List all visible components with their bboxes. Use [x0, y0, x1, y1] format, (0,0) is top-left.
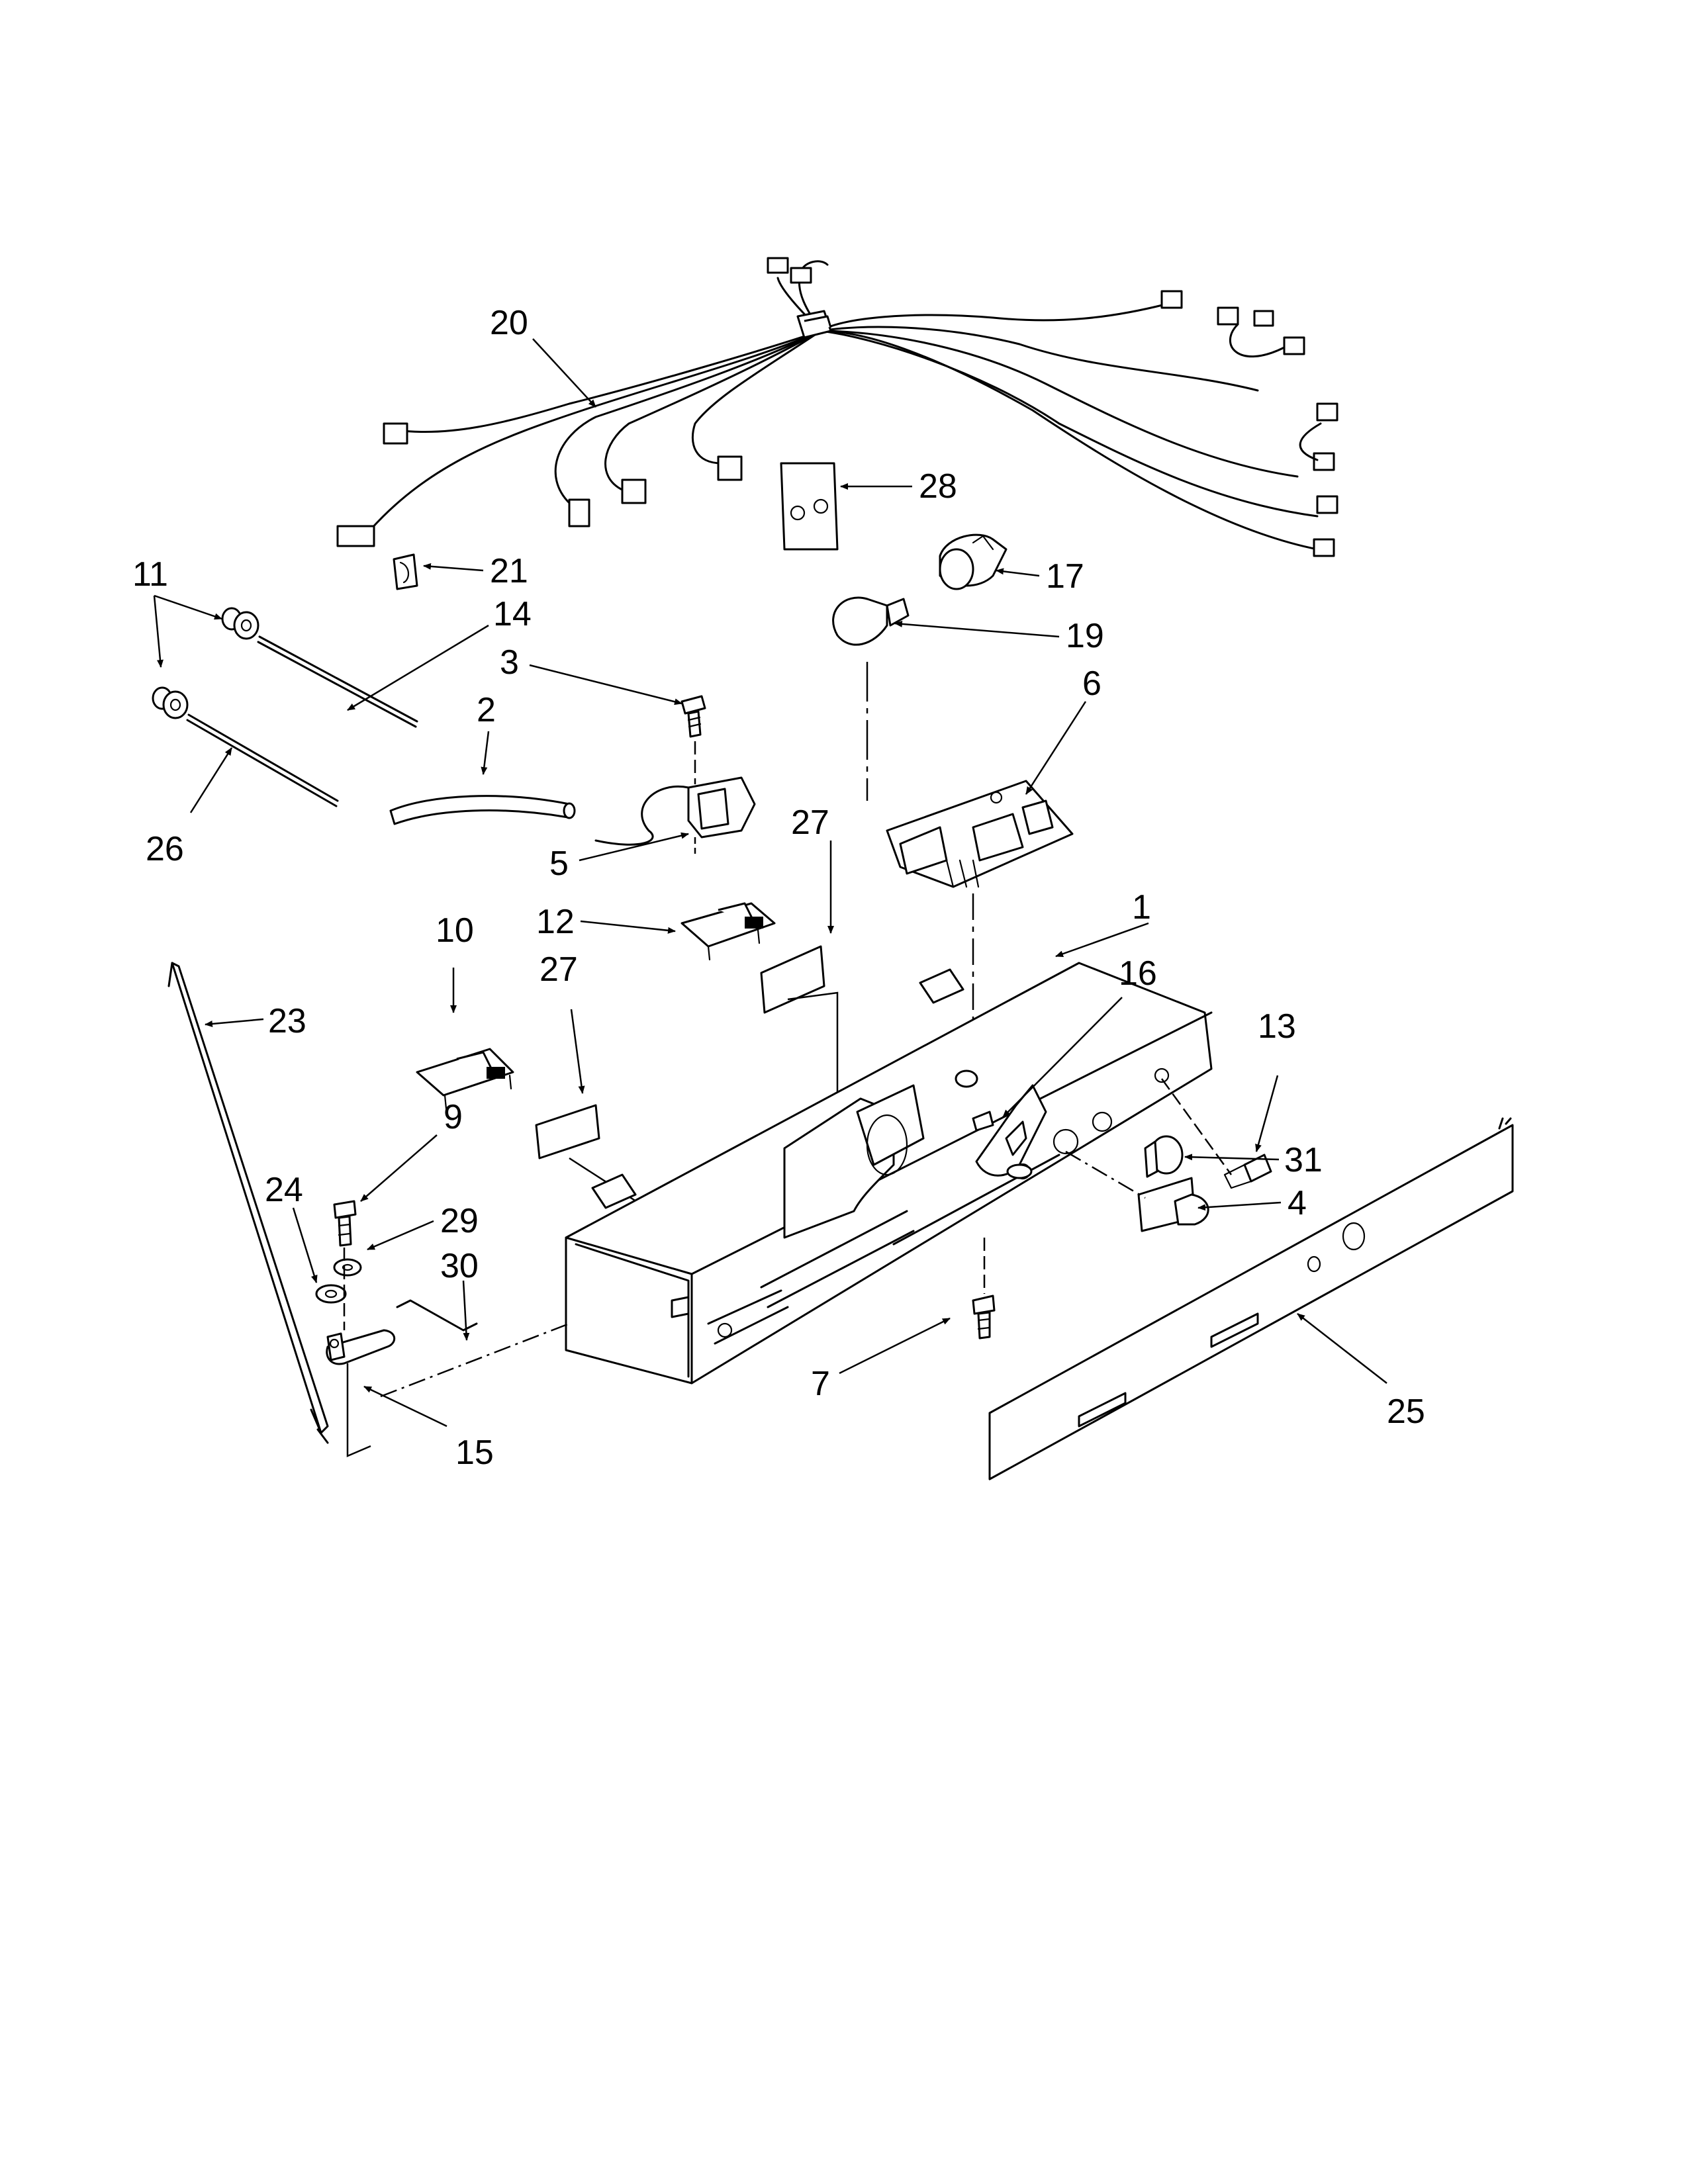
callout-17: 17	[1046, 557, 1084, 596]
bracket-upper-part	[680, 902, 776, 961]
button-part	[1144, 1135, 1184, 1178]
bracket-lower-part	[416, 1048, 514, 1110]
clip-part	[393, 553, 418, 590]
callout-10: 10	[436, 911, 474, 950]
callout-27-lower: 27	[539, 950, 578, 989]
callout-29: 29	[440, 1202, 479, 1240]
rail-part	[167, 962, 329, 1444]
callout-28: 28	[919, 467, 957, 506]
callout-12: 12	[536, 903, 575, 941]
callout-6: 6	[1082, 664, 1102, 703]
rod-lower-part	[186, 713, 339, 807]
screw-side-part	[1160, 1078, 1272, 1189]
callout-15: 15	[455, 1433, 494, 1472]
control-housing-part	[565, 962, 1213, 1385]
callout-labels: 1 2 3 4 5 6 7 9 10 11 12 13 14 15 16 17 …	[132, 304, 1425, 1472]
insulator-part	[780, 462, 839, 551]
screw-left-part	[333, 1200, 357, 1247]
tube-part	[389, 795, 576, 825]
screw-bottom-part	[972, 1238, 996, 1340]
wire-spring-part	[380, 1299, 570, 1398]
callout-13: 13	[1258, 1007, 1296, 1046]
callout-14: 14	[493, 595, 532, 633]
callout-1: 1	[1132, 888, 1151, 927]
callout-25: 25	[1387, 1392, 1425, 1431]
callout-11: 11	[132, 555, 168, 594]
callout-31: 31	[1284, 1141, 1323, 1179]
support-part	[975, 1084, 1047, 1179]
callout-7: 7	[811, 1365, 830, 1403]
switch-part	[594, 776, 756, 854]
callout-2: 2	[477, 691, 496, 729]
screw-upper-part	[680, 695, 706, 784]
callout-5: 5	[549, 844, 569, 883]
wire-harness-part	[336, 257, 1338, 557]
knob-part	[1065, 1150, 1209, 1232]
callout-23: 23	[268, 1002, 306, 1040]
washer-lower-part	[315, 1284, 347, 1304]
panel-part	[988, 1117, 1514, 1480]
callout-16: 16	[1119, 954, 1157, 993]
callout-19: 19	[1066, 617, 1104, 655]
leader-lines	[153, 338, 1387, 1428]
light-bulb-part	[832, 596, 910, 801]
callout-21: 21	[490, 552, 528, 590]
grommet-upper-part	[221, 607, 259, 640]
callout-9: 9	[444, 1098, 463, 1136]
callout-20: 20	[490, 304, 528, 342]
callout-3: 3	[500, 643, 519, 682]
rod-upper-part	[257, 635, 418, 728]
callout-30: 30	[440, 1247, 479, 1285]
callout-27-upper: 27	[791, 803, 829, 842]
grommet-lower-part	[152, 686, 189, 719]
hinge-bracket-part	[326, 1248, 396, 1457]
callout-24: 24	[265, 1171, 303, 1209]
washer-upper-part	[333, 1258, 362, 1277]
callout-26: 26	[146, 830, 184, 868]
light-socket-part	[939, 533, 1008, 590]
callout-4: 4	[1288, 1184, 1307, 1222]
control-board-part	[886, 780, 1074, 1032]
